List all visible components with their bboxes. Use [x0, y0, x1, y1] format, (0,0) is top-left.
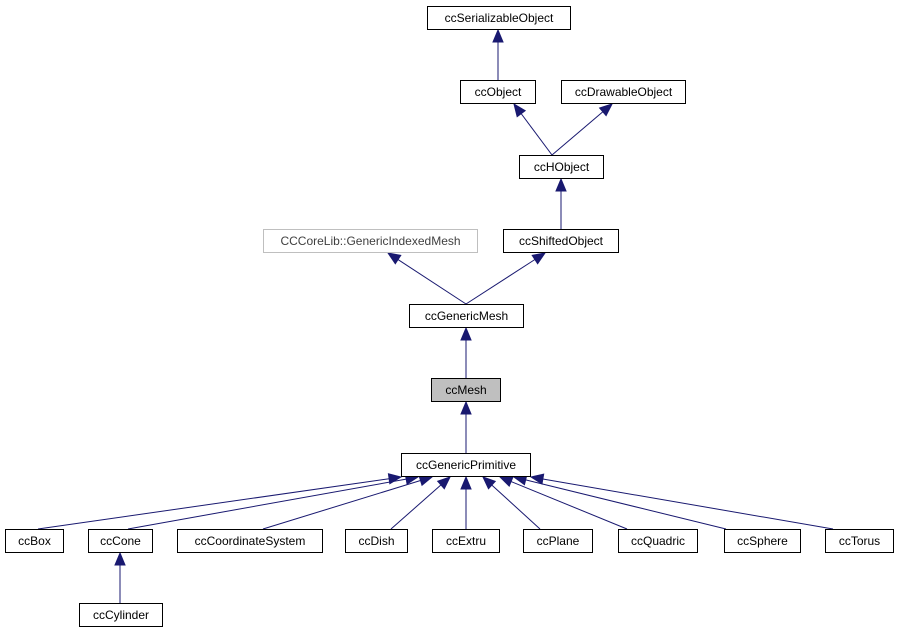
- node-ccdish[interactable]: ccDish: [345, 529, 408, 553]
- node-label: ccCone: [100, 534, 141, 548]
- node-label: ccPlane: [536, 534, 580, 548]
- node-ccsphere[interactable]: ccSphere: [724, 529, 801, 553]
- inheritance-arrowhead: [492, 28, 504, 43]
- inheritance-edge: [525, 479, 727, 530]
- node-label: ccSphere: [737, 534, 788, 548]
- node-label: ccDish: [358, 534, 395, 548]
- node-cchobject[interactable]: ccHObject: [519, 155, 604, 179]
- inheritance-arrowhead: [598, 103, 613, 117]
- node-ccbox[interactable]: ccBox: [5, 529, 64, 553]
- inheritance-arrowhead: [529, 473, 545, 485]
- node-cccone[interactable]: ccCone: [88, 529, 153, 553]
- node-ccobject[interactable]: ccObject: [460, 80, 536, 104]
- node-cctorus[interactable]: ccTorus: [825, 529, 894, 553]
- node-label: ccCoordinateSystem: [194, 534, 306, 548]
- node-cccylinder[interactable]: ccCylinder: [79, 603, 163, 627]
- inheritance-arrowhead: [498, 476, 514, 488]
- node-label: ccSerializableObject: [444, 11, 554, 25]
- node-ccextru[interactable]: ccExtru: [432, 529, 500, 553]
- inheritance-arrowhead: [418, 475, 434, 487]
- inheritance-arrowhead: [460, 400, 472, 415]
- inheritance-edge: [465, 259, 536, 305]
- inheritance-edge: [37, 478, 390, 530]
- node-label: ccGenericMesh: [424, 309, 509, 323]
- node-label: ccTorus: [838, 534, 881, 548]
- inheritance-arrowhead: [386, 252, 402, 265]
- node-label: ccDrawableObject: [574, 85, 673, 99]
- node-ccgenericprimitive[interactable]: ccGenericPrimitive: [401, 453, 531, 477]
- inheritance-edge: [262, 480, 421, 530]
- inheritance-edge: [127, 478, 407, 530]
- node-ccserializableobject[interactable]: ccSerializableObject: [427, 6, 571, 30]
- node-label: ccMesh: [445, 383, 487, 397]
- node-label: ccShiftedObject: [518, 234, 604, 248]
- inheritance-edge: [397, 259, 467, 305]
- inheritance-edge: [551, 111, 604, 156]
- node-ccplane[interactable]: ccPlane: [523, 529, 593, 553]
- inheritance-arrowhead: [460, 326, 472, 341]
- node-label: ccGenericPrimitive: [415, 458, 517, 472]
- node-label: ccBox: [18, 534, 51, 548]
- node-label: ccHObject: [533, 160, 590, 174]
- node-ccquadric[interactable]: ccQuadric: [618, 529, 698, 553]
- inheritance-arrowhead: [387, 473, 403, 485]
- inheritance-edge: [520, 113, 553, 156]
- node-genericindexedmesh: CCCoreLib::GenericIndexedMesh: [263, 229, 478, 253]
- node-ccdrawableobject[interactable]: ccDrawableObject: [561, 80, 686, 104]
- node-ccmesh: ccMesh: [431, 378, 501, 402]
- node-cccoordinatesystem[interactable]: ccCoordinateSystem: [177, 529, 323, 553]
- inheritance-edge: [390, 484, 442, 530]
- inheritance-arrowhead: [114, 551, 126, 566]
- node-label: ccExtru: [445, 534, 486, 548]
- inheritance-edge: [510, 481, 628, 530]
- node-ccshiftedobject[interactable]: ccShiftedObject: [503, 229, 619, 253]
- inheritance-arrowhead: [460, 475, 472, 490]
- inheritance-arrowhead: [482, 476, 497, 490]
- inheritance-arrowhead: [436, 476, 451, 490]
- node-label: CCCoreLib::GenericIndexedMesh: [280, 234, 461, 248]
- node-label: ccCylinder: [92, 608, 149, 622]
- inheritance-arrowhead: [555, 177, 567, 192]
- node-label: ccObject: [474, 85, 522, 99]
- node-ccgenericmesh[interactable]: ccGenericMesh: [409, 304, 524, 328]
- inheritance-edge: [491, 484, 541, 530]
- inheritance-arrowhead: [531, 252, 547, 265]
- inheritance-edge: [542, 478, 834, 530]
- inheritance-arrowhead: [513, 102, 527, 118]
- node-label: ccQuadric: [630, 534, 686, 548]
